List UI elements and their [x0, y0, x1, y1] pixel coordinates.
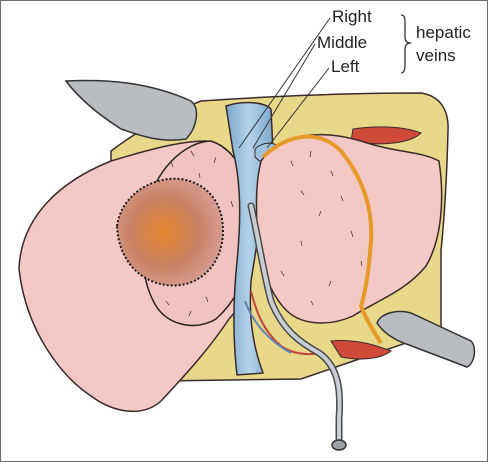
leader-lines — [238, 17, 331, 149]
right-retractor — [376, 310, 476, 368]
label-group-veins: veins — [416, 46, 456, 65]
drain-tube-inner — [249, 204, 342, 443]
lesion — [115, 177, 225, 287]
drain-tip — [331, 439, 347, 451]
left-retractor — [64, 79, 198, 141]
surface-texture — [165, 150, 363, 317]
capsule-cut-edge — [261, 134, 383, 345]
portal-branches-2 — [244, 300, 292, 354]
label-right-hepatic-vein: Right — [332, 7, 372, 26]
label-group-hepatic: hepatic — [416, 23, 471, 42]
round-ligament — [330, 340, 392, 360]
label-middle-hepatic-vein: Middle — [317, 33, 368, 52]
group-bracket — [400, 14, 412, 74]
label-left-hepatic-vein: Left — [331, 57, 360, 76]
